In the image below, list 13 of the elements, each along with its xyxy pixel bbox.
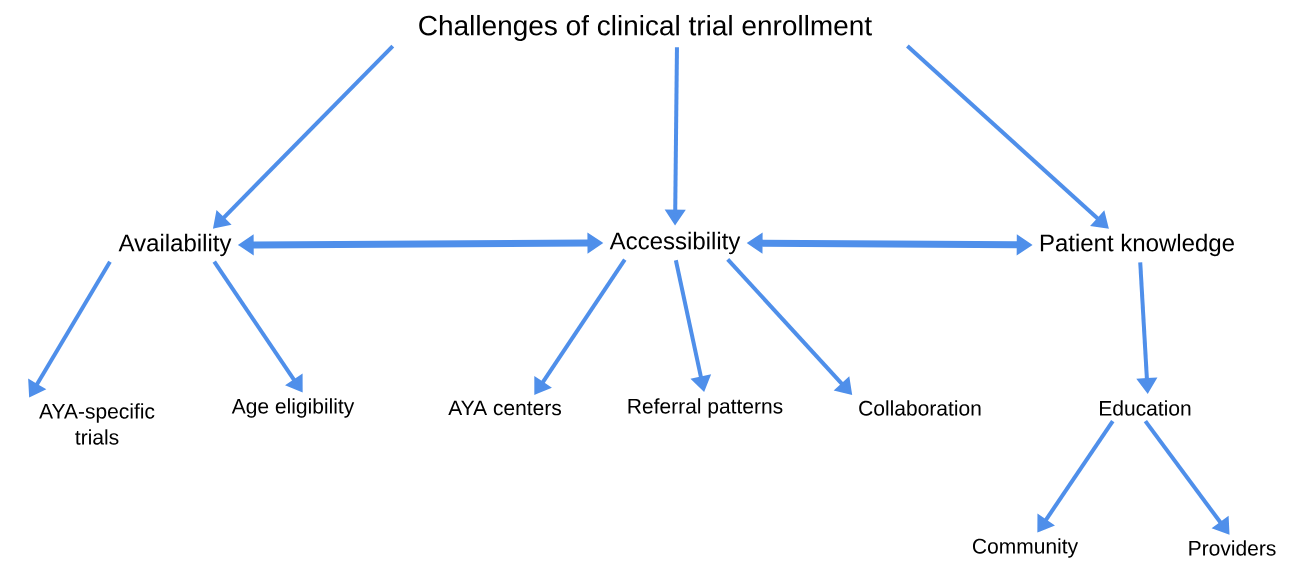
node-text: Education [1100, 400, 1191, 416]
node-text: Community [973, 538, 1079, 558]
arrow [906, 44, 1109, 229]
node-text: AYA-specific trials [39, 403, 155, 445]
node-text: Collaboration [859, 400, 981, 416]
node-text: Patient knowledge [1040, 233, 1234, 257]
node-text: Accessibility [609, 231, 741, 255]
node-text: Providers [1189, 540, 1276, 556]
node-text: AYA centers [448, 400, 562, 416]
node-text: Referral patterns [628, 398, 783, 418]
node-text: Age eligibility [231, 398, 355, 418]
node-text: Availability [118, 233, 232, 257]
heading-text: Challenges of clinical trial enrollment [419, 14, 872, 42]
